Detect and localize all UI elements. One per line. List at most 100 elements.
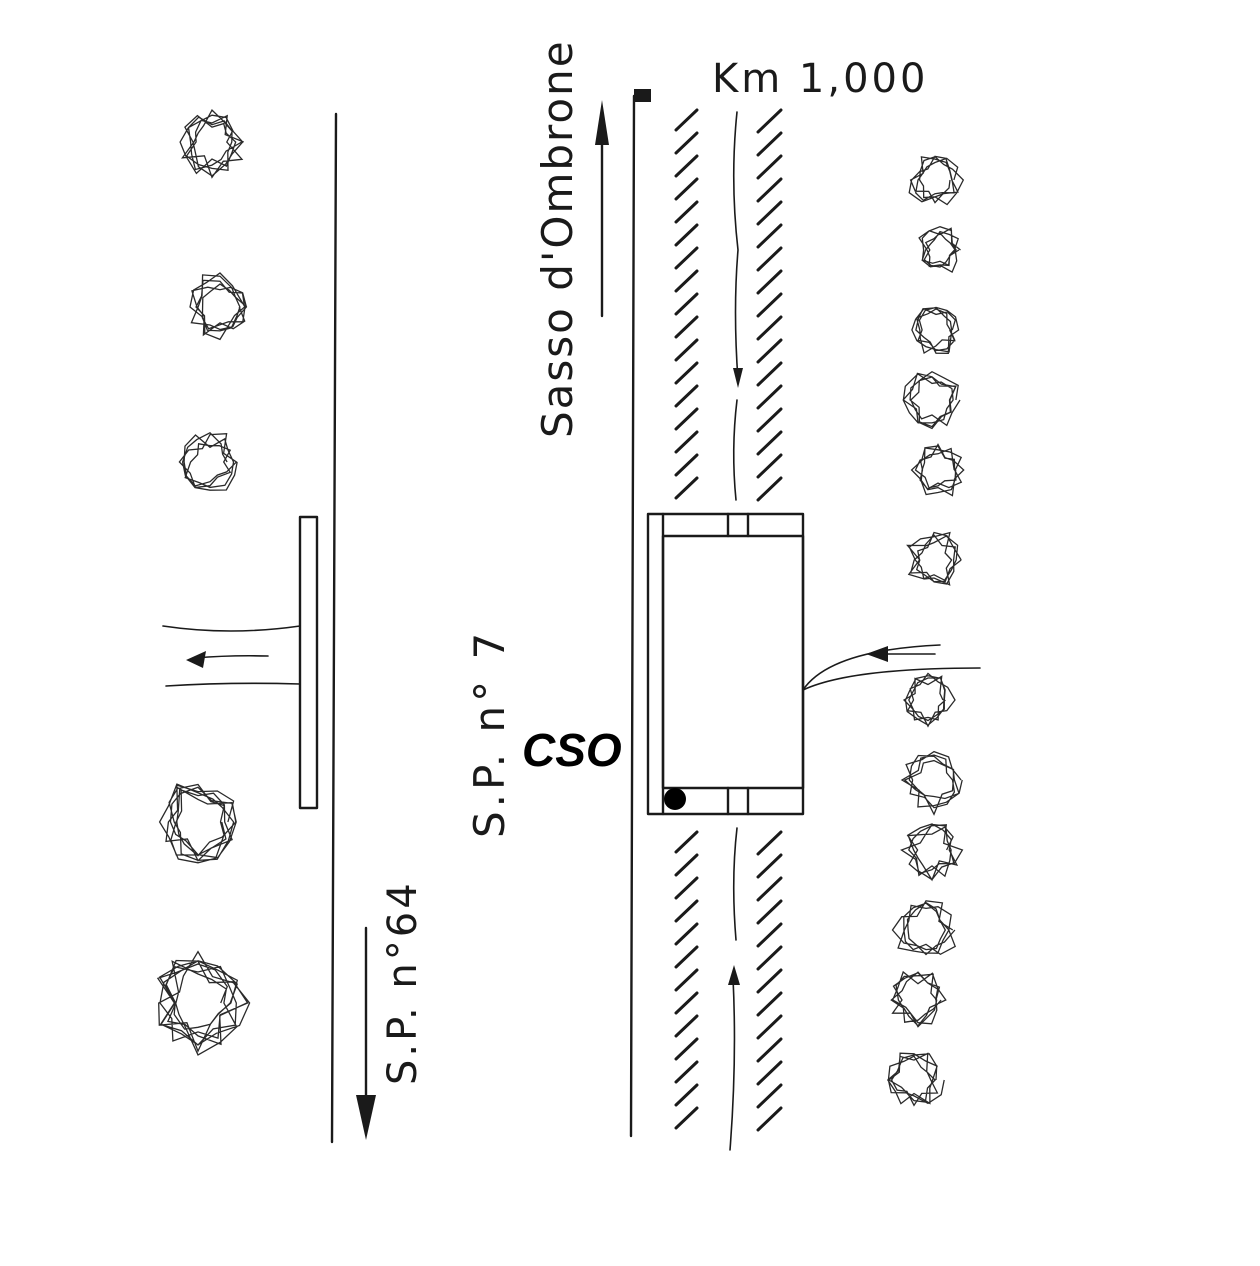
hatch-mark	[756, 200, 783, 226]
label-sasso-ombrone: Sasso d'Ombrone	[533, 39, 582, 438]
hatch-mark	[674, 246, 699, 270]
hatch-mark	[674, 922, 699, 946]
hatch-mark	[756, 131, 783, 157]
hatch-mark	[674, 830, 699, 854]
scribble-tree-icon	[908, 155, 965, 206]
culvert-left	[298, 515, 319, 810]
hatch-mark	[674, 108, 699, 132]
hatch-mark	[674, 338, 699, 362]
scribble-tree-icon	[158, 783, 237, 864]
road-edge-left	[330, 112, 338, 1144]
hatch-mark	[756, 177, 783, 203]
scribble-tree-icon	[156, 950, 251, 1056]
bridge-outer	[646, 512, 805, 816]
scribble-tree-icon	[891, 900, 957, 956]
hatch-mark	[756, 361, 783, 387]
hatch-mark	[756, 384, 783, 410]
scribble-tree-icon	[906, 531, 962, 586]
hatch-mark	[674, 384, 699, 408]
road-direction-arrow-icon	[595, 100, 609, 145]
hatch-mark	[756, 1037, 783, 1063]
hatch-mark	[674, 876, 699, 900]
scribble-tree-icon	[911, 306, 960, 355]
hatch-mark	[756, 1106, 783, 1132]
vegetation	[156, 109, 965, 1107]
hatch-mark	[674, 968, 699, 992]
hatch-mark	[674, 1060, 699, 1084]
scribble-tree-icon	[179, 109, 244, 179]
hatch-mark	[756, 853, 783, 879]
hatch-mark	[756, 154, 783, 180]
hatch-mark	[674, 453, 699, 477]
hatch-mark	[756, 338, 783, 364]
label-cso: CSO	[522, 724, 622, 776]
scribble-tree-icon	[890, 970, 947, 1028]
hatch-mark	[674, 476, 699, 500]
hatch-mark	[756, 899, 783, 925]
hatch-mark	[674, 223, 699, 247]
stream-left-flow	[194, 654, 269, 659]
hatch-mark	[756, 476, 783, 502]
river-flow-upper	[732, 111, 739, 381]
tributary-top	[802, 644, 941, 691]
hatch-mark	[756, 315, 783, 341]
scribble-tree-icon	[900, 823, 964, 882]
hatch-mark	[756, 922, 783, 948]
scribble-tree-icon	[900, 750, 963, 816]
hatch-mark	[756, 830, 783, 856]
hatch-mark	[674, 430, 699, 454]
scribble-tree-icon	[189, 272, 248, 341]
hatch-mark	[756, 453, 783, 479]
scribble-tree-icon	[902, 370, 961, 430]
hatch-mark	[674, 177, 699, 201]
scribble-tree-icon	[178, 432, 238, 491]
bridge-deck	[661, 534, 805, 790]
label-km: Km 1,000	[712, 56, 928, 102]
hatch-mark	[756, 968, 783, 994]
tributary-bottom	[802, 667, 981, 691]
hatch-mark	[756, 876, 783, 902]
hatch-mark	[674, 853, 699, 877]
scribble-tree-icon	[902, 672, 956, 728]
hatch-mark	[756, 246, 783, 272]
hatch-mark	[674, 991, 699, 1015]
survey-point-icon	[664, 788, 686, 810]
scribble-tree-icon	[910, 443, 965, 497]
hatch-mark	[756, 108, 783, 134]
hatch-mark	[674, 269, 699, 293]
flow-arrow-icon	[866, 646, 888, 662]
stream-left-top	[162, 625, 301, 632]
hatch-mark	[756, 223, 783, 249]
road-edge-main	[629, 94, 636, 1138]
scribble-tree-icon	[918, 226, 961, 274]
label-sp7: S.P. n° 7	[465, 629, 514, 838]
hatch-mark	[674, 292, 699, 316]
flow-arrow-icon	[186, 651, 206, 668]
hatch-mark	[674, 131, 699, 155]
hatch-mark	[756, 430, 783, 456]
hatch-mark	[756, 292, 783, 318]
label-sp64: S.P. n°64	[380, 880, 426, 1085]
hatch-mark	[674, 1037, 699, 1061]
hatch-mark	[674, 945, 699, 969]
hatch-mark	[756, 1014, 783, 1040]
river-flow-upper-2	[732, 399, 738, 501]
hatch-mark	[756, 991, 783, 1017]
hatch-mark	[674, 407, 699, 431]
scribble-tree-icon	[886, 1052, 945, 1107]
flow-arrow-icon	[728, 965, 740, 985]
hatch-mark	[674, 154, 699, 178]
flow-arrow-icon	[733, 368, 743, 388]
hatch-mark	[674, 200, 699, 224]
stream-left-bottom	[165, 682, 301, 687]
hatch-mark	[674, 1106, 699, 1130]
hatch-mark	[756, 407, 783, 433]
river-bank-hatching	[674, 108, 783, 1132]
hatch-mark	[674, 361, 699, 385]
hatch-mark	[756, 1083, 783, 1109]
hatch-mark	[756, 269, 783, 295]
road-direction-arrow-icon	[356, 1095, 376, 1140]
hatch-mark	[674, 315, 699, 339]
hatch-mark	[756, 1060, 783, 1086]
